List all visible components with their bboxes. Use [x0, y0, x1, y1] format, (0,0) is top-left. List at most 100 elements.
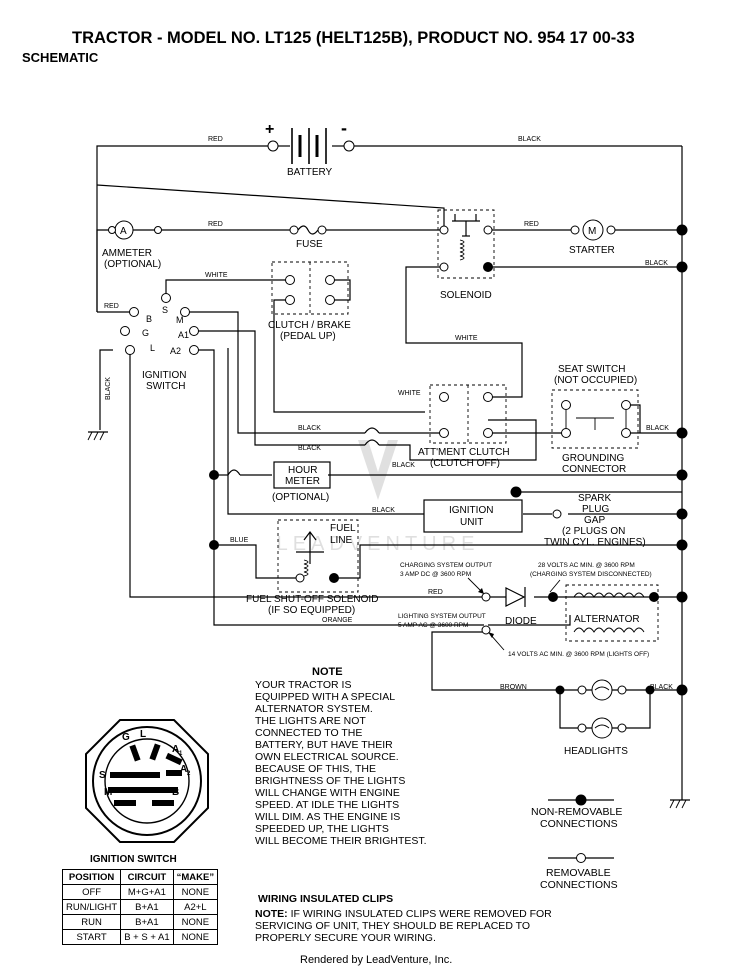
legend-removable-label: REMOVABLE [546, 867, 611, 879]
legend-removable-label-2: CONNECTIONS [540, 879, 618, 891]
fuel-shutoff-solenoid: FUEL LINE FUEL SHUT-OFF SOLENOID (IF SO … [246, 519, 378, 616]
note-line: BRIGHTNESS OF THE LIGHTS [255, 775, 405, 787]
alt-volts-note: (CHARGING SYSTEM DISCONNECTED) [530, 571, 652, 578]
ammeter-optional-label: (OPTIONAL) [104, 259, 161, 270]
table-cell: START [61, 929, 122, 945]
battery-plus-sign: + [265, 121, 274, 138]
attachment-clutch-state-label: (CLUTCH OFF) [430, 458, 500, 469]
starter-symbol: M [588, 226, 596, 237]
face-terminal-a1: A [172, 744, 179, 755]
wire-label-black: BLACK [298, 445, 321, 452]
wiring-clips-line-3: PROPERLY SECURE YOUR WIRING. [255, 932, 436, 944]
wire-label-red: RED [208, 136, 223, 143]
alt-volts-label: 28 VOLTS AC MIN. @ 3600 RPM [538, 562, 635, 569]
table-header: POSITION [61, 869, 122, 885]
charging-system: CHARGING SYSTEM OUTPUT 3 AMP DC @ 3600 R… [398, 562, 659, 658]
wire-label-white: WHITE [455, 335, 478, 342]
wire-label-black: BLACK [518, 136, 541, 143]
solenoid: SOLENOID [437, 209, 495, 301]
clutch-brake-state-label: (PEDAL UP) [280, 331, 336, 342]
fuel-line-label-2: LINE [330, 535, 353, 546]
terminal-g-label: G [142, 328, 149, 338]
note-line: THE LIGHTS ARE NOT [255, 715, 366, 727]
wire-label-white: WHITE [205, 272, 228, 279]
lighting-output-spec: 5 AMP AC @ 3600 RPM [398, 622, 468, 629]
headlights-label: HEADLIGHTS [564, 746, 628, 757]
hour-meter-optional-label: (OPTIONAL) [272, 492, 329, 503]
note-line: BATTERY, BUT HAVE THEIR [255, 739, 393, 751]
starter-label: STARTER [569, 245, 615, 256]
table-cell: NONE [172, 929, 219, 945]
face-terminal-m: M [104, 787, 112, 798]
face-terminal-s: S [99, 770, 106, 781]
attachment-clutch-label: ATT'MENT CLUTCH [418, 447, 510, 458]
terminal-a1-label: A1 [178, 330, 189, 340]
note-line: WILL CHANGE WITH ENGINE [255, 787, 400, 799]
table-row: START B + S + A1 NONE [61, 929, 219, 945]
lighting-output-label: LIGHTING SYSTEM OUTPUT [398, 613, 486, 620]
table-header: “MAKE” [172, 869, 219, 885]
ground-symbols [87, 431, 690, 809]
note-line: SPEEDED UP, THE LIGHTS [255, 823, 389, 835]
note-line: ALTERNATOR SYSTEM. [255, 703, 373, 715]
table-row: RUN/LIGHT B+A1 A2+L [61, 899, 219, 915]
diode-symbol [505, 587, 526, 607]
wire-label-red: RED [428, 589, 443, 596]
note-line: WILL DIM. AS THE ENGINE IS [255, 811, 400, 823]
terminal-s-label: S [162, 305, 168, 315]
fuel-solenoid-label: FUEL SHUT-OFF SOLENOID [246, 594, 378, 605]
note-line: EQUIPPED WITH A SPECIAL [255, 691, 395, 703]
table-cell: RUN [61, 914, 122, 930]
wire-label-red: RED [524, 221, 539, 228]
battery-minus-sign: - [341, 118, 347, 138]
wire-label-black: BLACK [650, 684, 673, 691]
face-terminal-g: G [122, 732, 130, 743]
ignition-switch-table: POSITION CIRCUIT “MAKE” OFF M+G+A1 NONE … [61, 869, 219, 945]
table-cell: B+A1 [120, 914, 174, 930]
spark-plug-note-2: TWIN CYL. ENGINES) [544, 537, 646, 548]
wire-label-black: BLACK [645, 260, 668, 267]
solenoid-label: SOLENOID [440, 290, 492, 301]
wire-label-brown: BROWN [500, 684, 527, 691]
fuse: FUSE [289, 225, 327, 250]
wire-label-black: BLACK [646, 425, 669, 432]
ignition-switch-label: IGNITION [142, 370, 186, 381]
wiring-clips-line-2: SERVICING OF UNIT, THEY SHOULD BE REPLAC… [255, 920, 530, 932]
note-title: NOTE [312, 666, 343, 678]
fuel-solenoid-optional-label: (IF SO EQUIPPED) [268, 605, 355, 616]
wire-label-black: BLACK [105, 377, 112, 400]
spark-plug-label-2: PLUG [582, 504, 609, 515]
table-cell: RUN/LIGHT [61, 899, 122, 915]
connection-legend: NON-REMOVABLE CONNECTIONS REMOVABLE CONN… [531, 794, 622, 891]
wiring-clips-line-1: NOTE: IF WIRING INSULATED CLIPS WERE REM… [255, 908, 552, 920]
spark-plug-label: SPARK [578, 493, 611, 504]
face-terminal-a2: A [180, 764, 187, 775]
seat-switch-state-label: (NOT OCCUPIED) [554, 375, 637, 386]
terminal-b-label: B [146, 314, 152, 324]
hour-meter-label-2: METER [285, 476, 320, 487]
wire-labels: RED BLACK RED RED BLACK WHITE RED WHITE … [104, 136, 673, 691]
wire-label-white: WHITE [398, 390, 421, 397]
battery: + - BATTERY [265, 118, 355, 178]
ignition-switch-face-title: IGNITION SWITCH [90, 854, 177, 865]
table-cell: A2+L [172, 899, 219, 915]
seat-switch-label: SEAT SWITCH [558, 364, 625, 375]
table-row: OFF M+G+A1 NONE [61, 884, 219, 900]
non-removable-nodes [209, 224, 688, 696]
starter: M STARTER [569, 219, 616, 256]
legend-non-removable-label-2: CONNECTIONS [540, 818, 618, 830]
page-subtitle: SCHEMATIC [22, 50, 99, 65]
table-cell: B+A1 [120, 899, 174, 915]
ignition-unit-label: IGNITION [449, 505, 493, 516]
battery-label: BATTERY [287, 167, 333, 178]
wire-label-black: BLACK [392, 462, 415, 469]
table-cell: B + S + A1 [120, 929, 174, 945]
wiring-clips-title: WIRING INSULATED CLIPS [258, 893, 393, 905]
ignition-switch-face: G L A 1 A 2 S M B IGNITION SWITCH [85, 719, 209, 865]
charging-output-label: CHARGING SYSTEM OUTPUT [400, 562, 492, 569]
face-terminal-b: B [172, 787, 179, 798]
wire-crossings [227, 427, 380, 476]
ammeter: A AMMETER (OPTIONAL) [102, 220, 162, 270]
wire-label-black: BLACK [298, 425, 321, 432]
